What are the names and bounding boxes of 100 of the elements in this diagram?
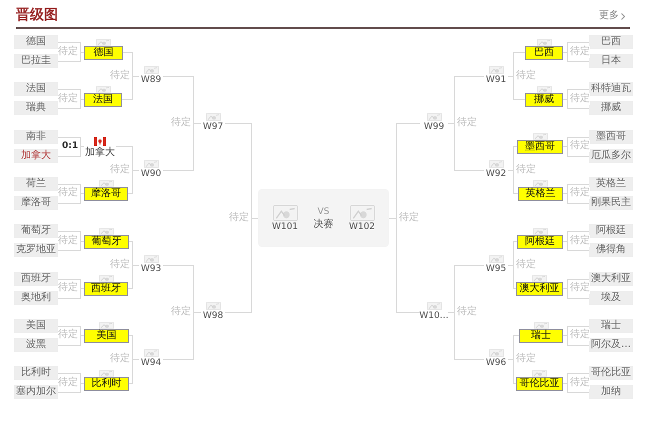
connector-line bbox=[132, 170, 140, 171]
connector-line bbox=[567, 288, 590, 299]
connector-line bbox=[513, 146, 518, 171]
connector-line bbox=[58, 184, 81, 194]
connector-line bbox=[454, 76, 484, 124]
edge-label: 待定 bbox=[110, 164, 130, 176]
connector-line bbox=[193, 312, 202, 313]
team-chip: 葡萄牙 bbox=[14, 224, 58, 238]
highlighted-team-chip: 瑞士 bbox=[519, 329, 563, 343]
connector-line bbox=[251, 218, 258, 219]
connector-line bbox=[132, 265, 140, 266]
connector-line bbox=[58, 383, 81, 393]
match-code: W102 bbox=[348, 222, 376, 233]
team-chip: 墨西哥 bbox=[589, 130, 633, 144]
team-chip: 挪威 bbox=[589, 101, 633, 115]
connector-line bbox=[513, 76, 526, 100]
match-code: W93 bbox=[140, 264, 162, 275]
team-chip: 瑞典 bbox=[14, 101, 58, 115]
connector-line bbox=[132, 359, 140, 360]
team-chip: 法国 bbox=[14, 82, 58, 96]
connector-line bbox=[508, 76, 514, 77]
connector-line bbox=[128, 359, 133, 384]
team-chip: 佛得角 bbox=[589, 243, 633, 257]
team-chip: 巴拉圭 bbox=[14, 54, 58, 68]
connector-line bbox=[162, 312, 194, 360]
connector-line bbox=[567, 137, 590, 147]
edge-label: 待定 bbox=[110, 259, 130, 271]
connector-line bbox=[454, 312, 484, 360]
team-chip: 澳大利亚 bbox=[589, 272, 633, 286]
connector-line bbox=[562, 193, 568, 194]
highlighted-team-chip: 西班牙 bbox=[84, 282, 128, 296]
connector-line bbox=[58, 288, 81, 299]
connector-line bbox=[562, 383, 568, 384]
connector-line bbox=[567, 373, 590, 384]
connector-line bbox=[508, 359, 514, 360]
team-chip: 奥地利 bbox=[14, 291, 58, 305]
connector-line bbox=[58, 99, 81, 109]
connector-line bbox=[58, 335, 81, 346]
edge-label: 待定 bbox=[516, 259, 536, 271]
connector-line bbox=[58, 373, 81, 384]
connector-line bbox=[132, 76, 140, 77]
connector-line bbox=[448, 312, 455, 313]
team-chip: 厄瓜多尔 bbox=[589, 149, 633, 163]
connector-line bbox=[80, 383, 84, 384]
team-chip: 波黑 bbox=[14, 338, 58, 352]
match-code: W90 bbox=[140, 169, 162, 180]
connector-line bbox=[567, 52, 590, 62]
connector-line bbox=[58, 241, 81, 251]
connector-line bbox=[396, 218, 420, 313]
connector-line bbox=[80, 146, 84, 147]
team-chip: 美国 bbox=[14, 319, 58, 333]
edge-label: 待定 bbox=[516, 164, 536, 176]
team-chip: 阿尔及… bbox=[589, 338, 633, 352]
highlighted-team-chip: 美国 bbox=[84, 329, 129, 343]
edge-label: 待定 bbox=[516, 70, 536, 82]
edge-label: 待定 bbox=[58, 282, 78, 294]
match-code: W101 bbox=[272, 222, 298, 233]
team-name: 加拿大 bbox=[85, 147, 115, 159]
highlighted-team-chip: 葡萄牙 bbox=[84, 235, 129, 249]
connector-line bbox=[513, 265, 516, 289]
edge-label: 待定 bbox=[58, 235, 78, 247]
team-chip: 西班牙 bbox=[14, 272, 58, 286]
connector-line bbox=[567, 146, 590, 157]
connector-line bbox=[80, 335, 84, 336]
connector-line bbox=[58, 89, 81, 100]
connector-line bbox=[80, 193, 84, 194]
connector-line bbox=[454, 265, 484, 313]
page-title: 晋级图 bbox=[16, 6, 58, 24]
connector-line bbox=[562, 241, 568, 242]
team-chip: 巴西 bbox=[589, 35, 633, 49]
edge-label: 待定 bbox=[570, 235, 590, 247]
match-title: 决赛 bbox=[314, 219, 334, 231]
edge-label: 待定 bbox=[570, 329, 590, 341]
connector-line bbox=[513, 52, 526, 77]
highlighted-team-chip: 巴西 bbox=[525, 46, 563, 60]
connector-line bbox=[513, 170, 518, 194]
connector-line bbox=[193, 123, 202, 124]
connector-line bbox=[567, 99, 590, 109]
connector-line bbox=[224, 218, 252, 313]
edge-label: 待定 bbox=[570, 282, 590, 294]
connector-line bbox=[396, 123, 420, 219]
team-chip: 塞内加尔 bbox=[14, 385, 58, 399]
connector-line bbox=[562, 146, 568, 147]
edge-label: 待定 bbox=[58, 93, 78, 105]
highlighted-team-chip: 德国 bbox=[84, 46, 123, 60]
team-chip: 克罗地亚 bbox=[14, 243, 58, 257]
edge-label: 待定 bbox=[171, 117, 191, 129]
edge-label: 待定 bbox=[570, 140, 590, 152]
edge-label: 待定 bbox=[457, 306, 477, 318]
match-code: W95 bbox=[486, 264, 506, 275]
connector-line bbox=[567, 383, 590, 393]
team-chip: 摩洛哥 bbox=[14, 196, 58, 210]
edge-label: 待定 bbox=[110, 70, 130, 82]
edge-label: 待定 bbox=[399, 212, 419, 224]
team-chip: 南非 bbox=[14, 130, 58, 144]
team-chip: 加拿大 bbox=[14, 149, 58, 163]
connector-line bbox=[128, 241, 133, 266]
connector-line bbox=[58, 52, 81, 62]
team-chip: 英格兰 bbox=[589, 177, 633, 191]
connector-line bbox=[567, 335, 590, 346]
